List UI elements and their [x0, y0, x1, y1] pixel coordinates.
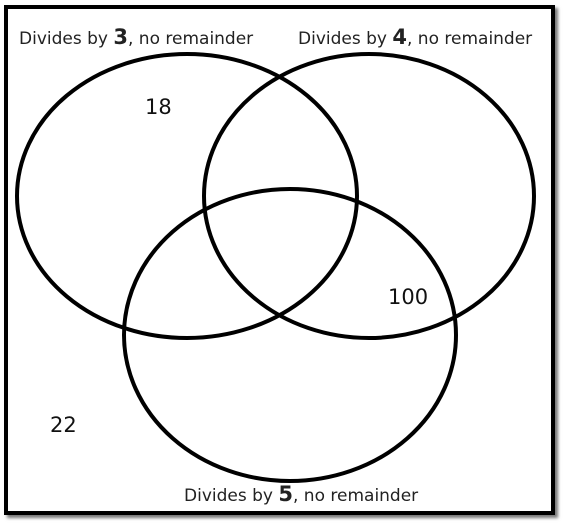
set-3-circle — [15, 52, 359, 340]
set-4-label-prefix: Divides by — [298, 29, 393, 49]
set-5-label: Divides by 5, no remainder — [184, 482, 418, 506]
set-3-label-prefix: Divides by — [19, 29, 114, 49]
set-4-label-suffix: , no remainder — [407, 29, 533, 49]
set-4-label-number: 4 — [392, 25, 407, 49]
diagram-frame — [4, 5, 555, 515]
set-5-label-suffix: , no remainder — [293, 486, 419, 506]
number-22: 22 — [50, 413, 77, 437]
set-5-label-number: 5 — [278, 482, 293, 506]
set-5-circle — [122, 187, 458, 483]
number-100: 100 — [388, 285, 429, 309]
set-4-label: Divides by 4, no remainder — [298, 25, 532, 49]
set-5-label-prefix: Divides by — [184, 486, 279, 506]
number-18: 18 — [145, 95, 172, 119]
set-4-circle — [202, 52, 536, 340]
set-3-label: Divides by 3, no remainder — [19, 25, 253, 49]
set-3-label-suffix: , no remainder — [128, 29, 254, 49]
set-3-label-number: 3 — [113, 25, 128, 49]
